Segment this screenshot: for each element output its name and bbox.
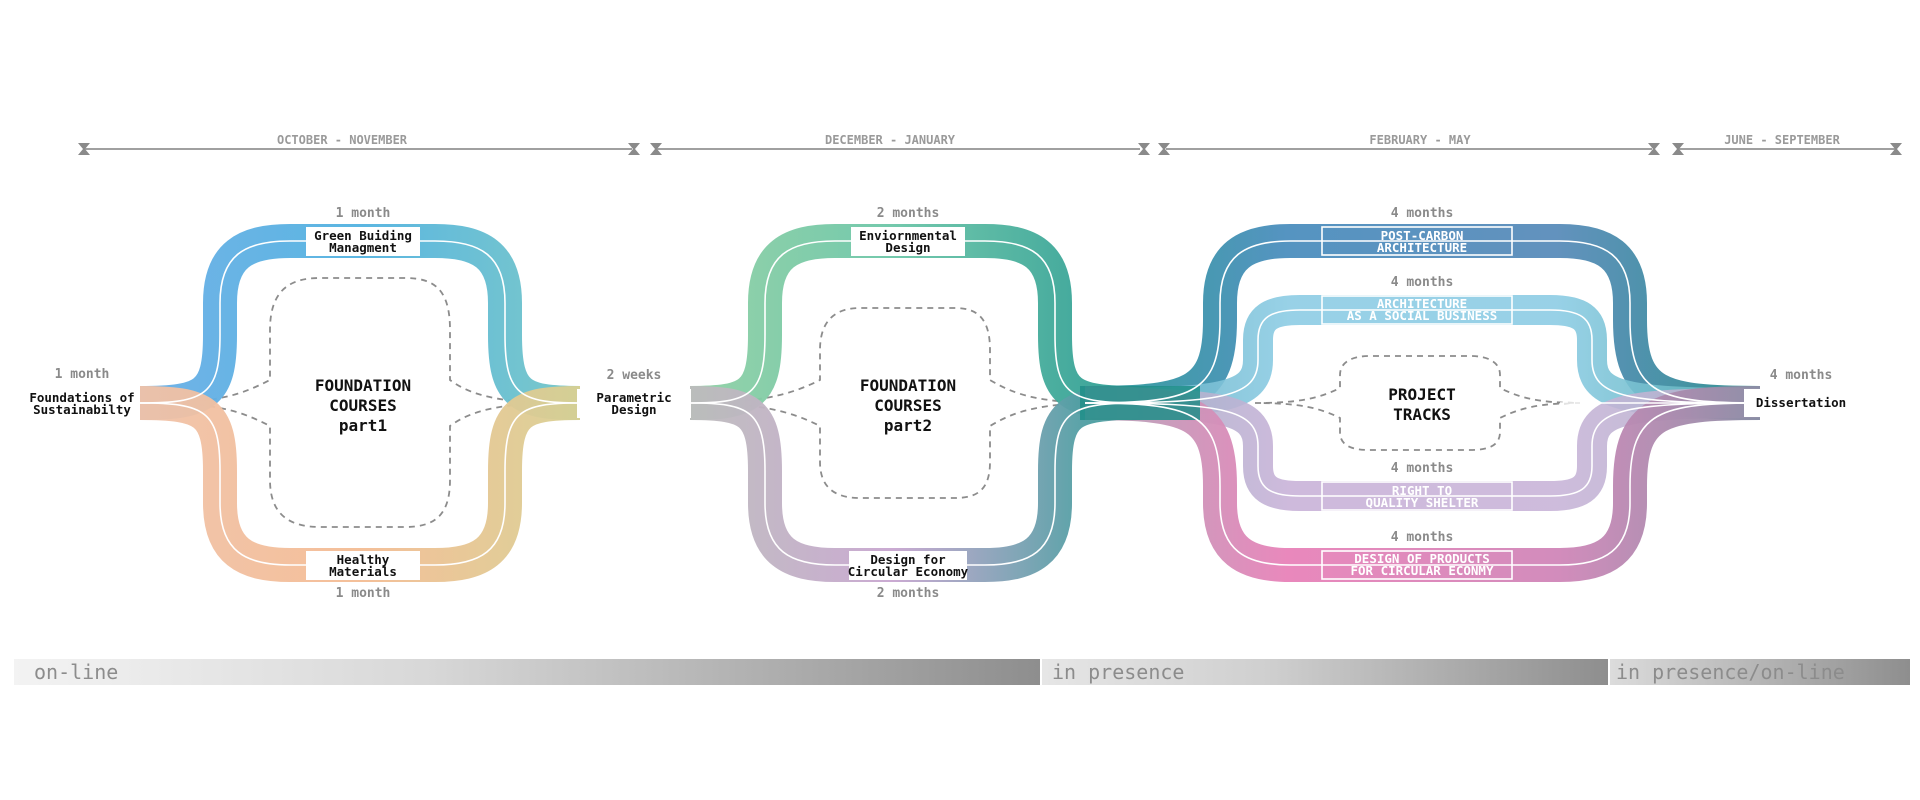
period-label: DECEMBER - JANUARY [825,133,956,147]
node-environmental-design[interactable]: Enviornmental Design 2 months [851,206,965,256]
timeline-start-marker-icon [78,143,90,155]
node-label: Design for [870,552,946,567]
duration-label: 2 months [877,586,940,601]
node-label: Materials [329,564,397,579]
node-boxes: Foundations of Sustainabilty 1 month Gre… [22,206,1858,601]
node-label: Parametric [596,390,671,405]
timeline: OCTOBER - NOVEMBER DECEMBER - JANUARY FE… [78,133,1902,155]
timeline-end-marker-icon [1890,143,1902,155]
duration-label: 4 months [1391,206,1454,221]
group-label: COURSES [329,396,396,415]
mode-segment-hybrid [1610,659,1910,685]
node-label: Sustainabilty [33,402,131,417]
duration-label: 4 months [1391,530,1454,545]
node-circular-economy[interactable]: Design for Circular Economy 2 months [848,551,969,601]
node-label: Circular Economy [848,564,969,579]
mode-segment-online [14,659,1040,685]
node-healthy-materials[interactable]: Healthy Materials 1 month [306,551,420,601]
timeline-start-marker-icon [1158,143,1170,155]
group-label: COURSES [874,396,941,415]
node-circular-products[interactable]: DESIGN OF PRODUCTS FOR CIRCULAR ECONMY 4… [1321,530,1513,580]
node-dissertation[interactable]: Dissertation 4 months [1744,368,1858,417]
node-label: Green Buiding [314,228,412,243]
node-label: AS A SOCIAL BUSINESS [1347,308,1498,323]
mode-label: on-line [34,660,118,684]
foundation-part2-outline [689,307,1106,499]
timeline-end-marker-icon [628,143,640,155]
group-label: part1 [339,416,387,435]
node-social-business[interactable]: ARCHITECTURE AS A SOCIAL BUSINESS 4 mont… [1321,275,1513,325]
node-parametric-design[interactable]: Parametric Design 2 weeks [577,368,691,418]
node-label: QUALITY SHELTER [1366,495,1479,510]
node-label: ARCHITECTURE [1377,240,1467,255]
foundation-part1-outline [144,277,561,528]
node-quality-shelter[interactable]: RIGHT TO QUALITY SHELTER 4 months [1321,461,1513,511]
timeline-start-marker-icon [1672,143,1684,155]
node-green-building[interactable]: Green Buiding Managment 1 month [306,206,420,256]
group-label: FOUNDATION [860,376,956,395]
node-label: ARCHITECTURE [1377,296,1467,311]
node-label: Enviornmental [859,228,957,243]
timeline-segment-jun-sep: JUNE - SEPTEMBER [1672,133,1902,155]
node-label: Foundations of [29,390,134,405]
timeline-segment-feb-may: FEBRUARY - MAY [1158,133,1660,155]
group-label: part2 [884,416,932,435]
duration-label: 4 months [1391,275,1454,290]
timeline-segment-oct-nov: OCTOBER - NOVEMBER [78,133,640,155]
period-label: FEBRUARY - MAY [1369,133,1471,147]
duration-label: 4 months [1391,461,1454,476]
mode-segment-presence [1042,659,1608,685]
group-label: PROJECT [1388,385,1455,404]
duration-label: 2 months [877,206,940,221]
node-label: Design [611,402,656,417]
period-label: OCTOBER - NOVEMBER [277,133,408,147]
timeline-end-marker-icon [1648,143,1660,155]
node-label: Healthy [337,552,390,567]
node-label: Design [885,240,930,255]
node-label: RIGHT TO [1392,483,1452,498]
group-label: TRACKS [1393,405,1451,424]
duration-label: 2 weeks [607,368,662,383]
node-label: DESIGN OF PRODUCTS [1354,551,1489,566]
duration-label: 4 months [1770,368,1833,383]
duration-label: 1 month [55,367,110,382]
period-label: JUNE - SEPTEMBER [1724,133,1840,147]
group-label: FOUNDATION [315,376,411,395]
mode-label: in presence/on-line [1616,660,1845,684]
node-post-carbon[interactable]: POST-CARBON ARCHITECTURE 4 months [1321,206,1513,256]
timeline-segment-dec-jan: DECEMBER - JANUARY [650,133,1150,155]
node-label: POST-CARBON [1381,228,1464,243]
node-label: Dissertation [1756,395,1846,410]
delivery-mode-bar: on-line in presence in presence/on-line [14,659,1910,685]
duration-label: 1 month [336,206,391,221]
mode-label: in presence [1052,660,1184,684]
duration-label: 1 month [336,586,391,601]
group-labels: FOUNDATION COURSES part1 FOUNDATION COUR… [315,376,1456,435]
node-foundations[interactable]: Foundations of Sustainabilty 1 month [22,367,140,418]
node-label: Managment [329,240,397,255]
node-label: FOR CIRCULAR ECONMY [1351,563,1494,578]
timeline-start-marker-icon [650,143,662,155]
timeline-end-marker-icon [1138,143,1150,155]
